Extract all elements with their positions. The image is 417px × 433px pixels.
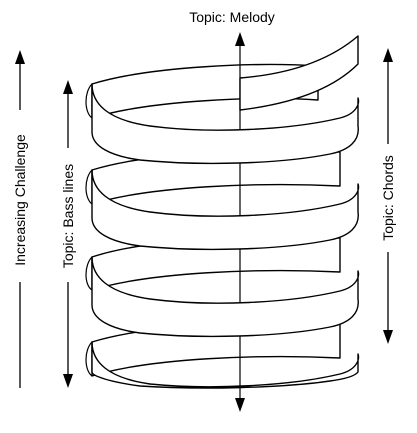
helix-front-segment [91,256,360,338]
helix-left-curl [85,341,93,377]
chords-arrow-up-head [383,48,393,62]
helix-left-curl [85,256,93,291]
helix-front-segment [91,83,360,165]
chords-label: Topic: Chords [380,155,396,241]
bass-lines-arrow [63,80,73,388]
bass-arrow-down-head [63,374,73,388]
melody-arrow-up-head [235,32,245,46]
bass-lines-label: Topic: Bass lines [60,164,76,268]
helix-front-segment [91,341,360,389]
bass-arrow-up-head [63,80,73,94]
chords-arrow-down-head [383,330,393,344]
helix-left-curl [85,169,93,205]
increasing-challenge-label: Increasing Challenge [12,134,28,266]
helix-ribbon-front [85,35,360,389]
helix-front-segment [239,35,359,111]
chords-arrow [383,48,393,344]
helix-left-curl [85,83,93,119]
melody-arrow-down-head [235,398,245,412]
melody-label: Topic: Melody [189,9,275,25]
challenge-arrow [15,50,25,388]
challenge-arrow-head [15,50,25,64]
helix-front-segment [91,169,360,251]
